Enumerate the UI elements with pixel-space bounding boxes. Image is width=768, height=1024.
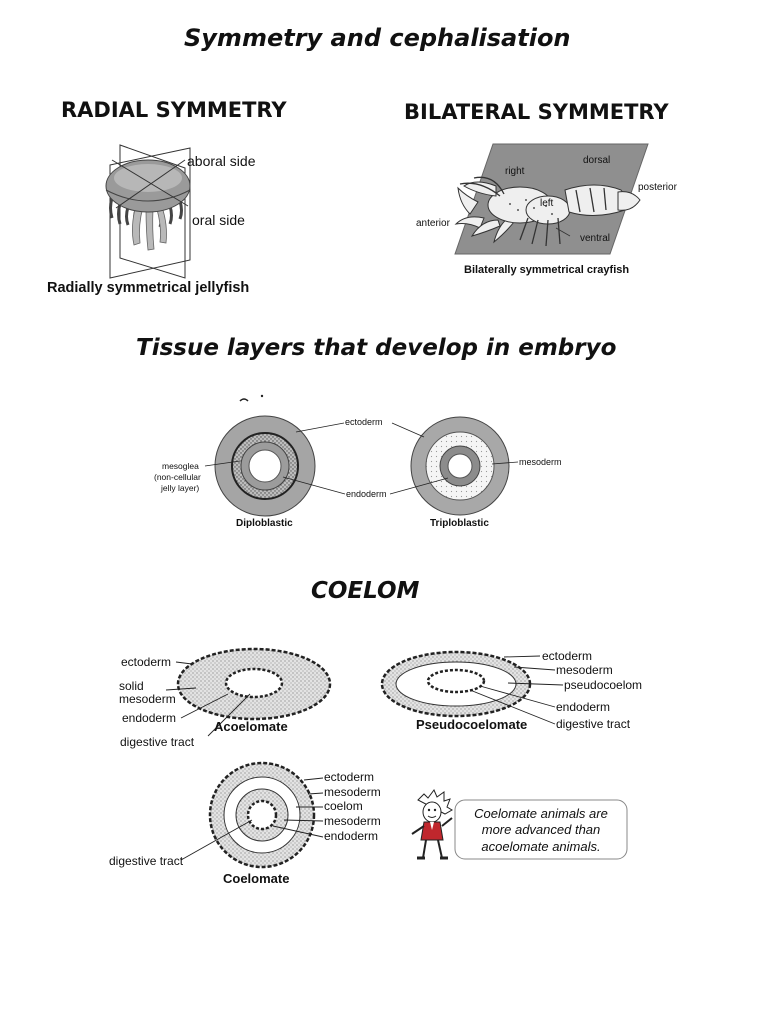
note-line-3: acoelomate animals. xyxy=(481,839,600,854)
crayfish-ventral-label: ventral xyxy=(580,233,610,244)
tissue-ectoderm-label: ectoderm xyxy=(345,417,383,427)
crayfish-caption: Bilaterally symmetrical crayfish xyxy=(464,264,629,276)
page-title: Symmetry and cephalisation xyxy=(184,24,571,52)
pseudo-ectoderm-label: ectoderm xyxy=(542,649,592,663)
diploblastic-diagram xyxy=(214,415,316,517)
acoelomate-ectoderm-label: ectoderm xyxy=(121,655,171,669)
triploblastic-diagram xyxy=(410,416,510,516)
jellyfish-oral-arms xyxy=(132,204,167,251)
pseudocoelomate-diagram: ectoderm mesoderm pseudocoelom endoderm … xyxy=(380,649,642,732)
coelomate-note-box: Coelomate animals are more advanced than… xyxy=(454,799,628,860)
acoelomate-caption: Acoelomate xyxy=(214,719,288,734)
acoelomate-mesoderm-label: mesoderm xyxy=(119,692,176,706)
coelomate-diagram: ectoderm mesoderm coelom mesoderm endode… xyxy=(109,761,381,886)
coelomate-endoderm-label: endoderm xyxy=(324,829,378,843)
tissue-endoderm-label: endoderm xyxy=(346,489,387,499)
oral-side-label: oral side xyxy=(192,212,245,228)
tissue-mesoderm-label: mesoderm xyxy=(519,457,562,467)
pseudo-digestive-label: digestive tract xyxy=(556,717,631,731)
coelomate-caption: Coelomate xyxy=(223,871,289,886)
coelomate-mesoderm-label-inner: mesoderm xyxy=(324,814,381,828)
coelomate-digestive-label: digestive tract xyxy=(109,854,184,868)
pseudo-mesoderm-label: mesoderm xyxy=(556,663,613,677)
bilateral-symmetry-heading: BILATERAL SYMMETRY xyxy=(404,100,669,124)
note-line-2: more advanced than xyxy=(482,822,601,837)
coelomate-ectoderm-label: ectoderm xyxy=(324,770,374,784)
crayfish-dorsal-label: dorsal xyxy=(583,155,610,166)
mesoglea-label-line3: jelly layer) xyxy=(160,483,199,493)
acoelomate-diagram: ectoderm solid mesoderm endoderm Acoelom… xyxy=(119,647,332,749)
radial-symmetry-heading: RADIAL SYMMETRY xyxy=(61,98,287,122)
pseudo-endoderm-label: endoderm xyxy=(556,700,610,714)
aboral-side-label: aboral side xyxy=(187,153,256,169)
coelom-title: COELOM xyxy=(311,578,420,604)
triploblastic-caption: Triploblastic xyxy=(430,518,489,529)
pseudocoelomate-caption: Pseudocoelomate xyxy=(416,717,527,732)
jellyfish-caption: Radially symmetrical jellyfish xyxy=(47,280,249,296)
acoelomate-endoderm-label: endoderm xyxy=(122,711,176,725)
crayfish-posterior-label: posterior xyxy=(638,182,678,193)
crayfish-right-label: right xyxy=(505,166,525,177)
crayfish-anterior-label: anterior xyxy=(416,218,451,229)
crayfish-left-label: left xyxy=(540,198,554,209)
pseudocoelom-label: pseudocoelom xyxy=(564,678,642,692)
acoelomate-solid-label: solid xyxy=(119,679,144,693)
diploblastic-caption: Diploblastic xyxy=(236,518,293,529)
tissue-layers-title: Tissue layers that develop in embryo xyxy=(136,335,617,361)
mesoglea-label-line1: mesoglea xyxy=(162,461,199,471)
tissue-layers-diagram: ectoderm mesoglea (non-cellular jelly la… xyxy=(154,394,562,529)
coelomate-mesoderm-label-outer: mesoderm xyxy=(324,785,381,799)
jellyfish-illustration: aboral side oral side Radially symmetric… xyxy=(47,144,256,296)
coelom-cavity-label: coelom xyxy=(324,799,363,813)
crayfish-illustration: right dorsal posterior left anterior ven… xyxy=(416,143,678,276)
scientist-cartoon-icon xyxy=(411,789,453,860)
mesoglea-label-line2: (non-cellular xyxy=(154,472,201,482)
note-line-1: Coelomate animals are xyxy=(474,806,608,821)
acoelomate-digestive-label: digestive tract xyxy=(120,735,195,749)
